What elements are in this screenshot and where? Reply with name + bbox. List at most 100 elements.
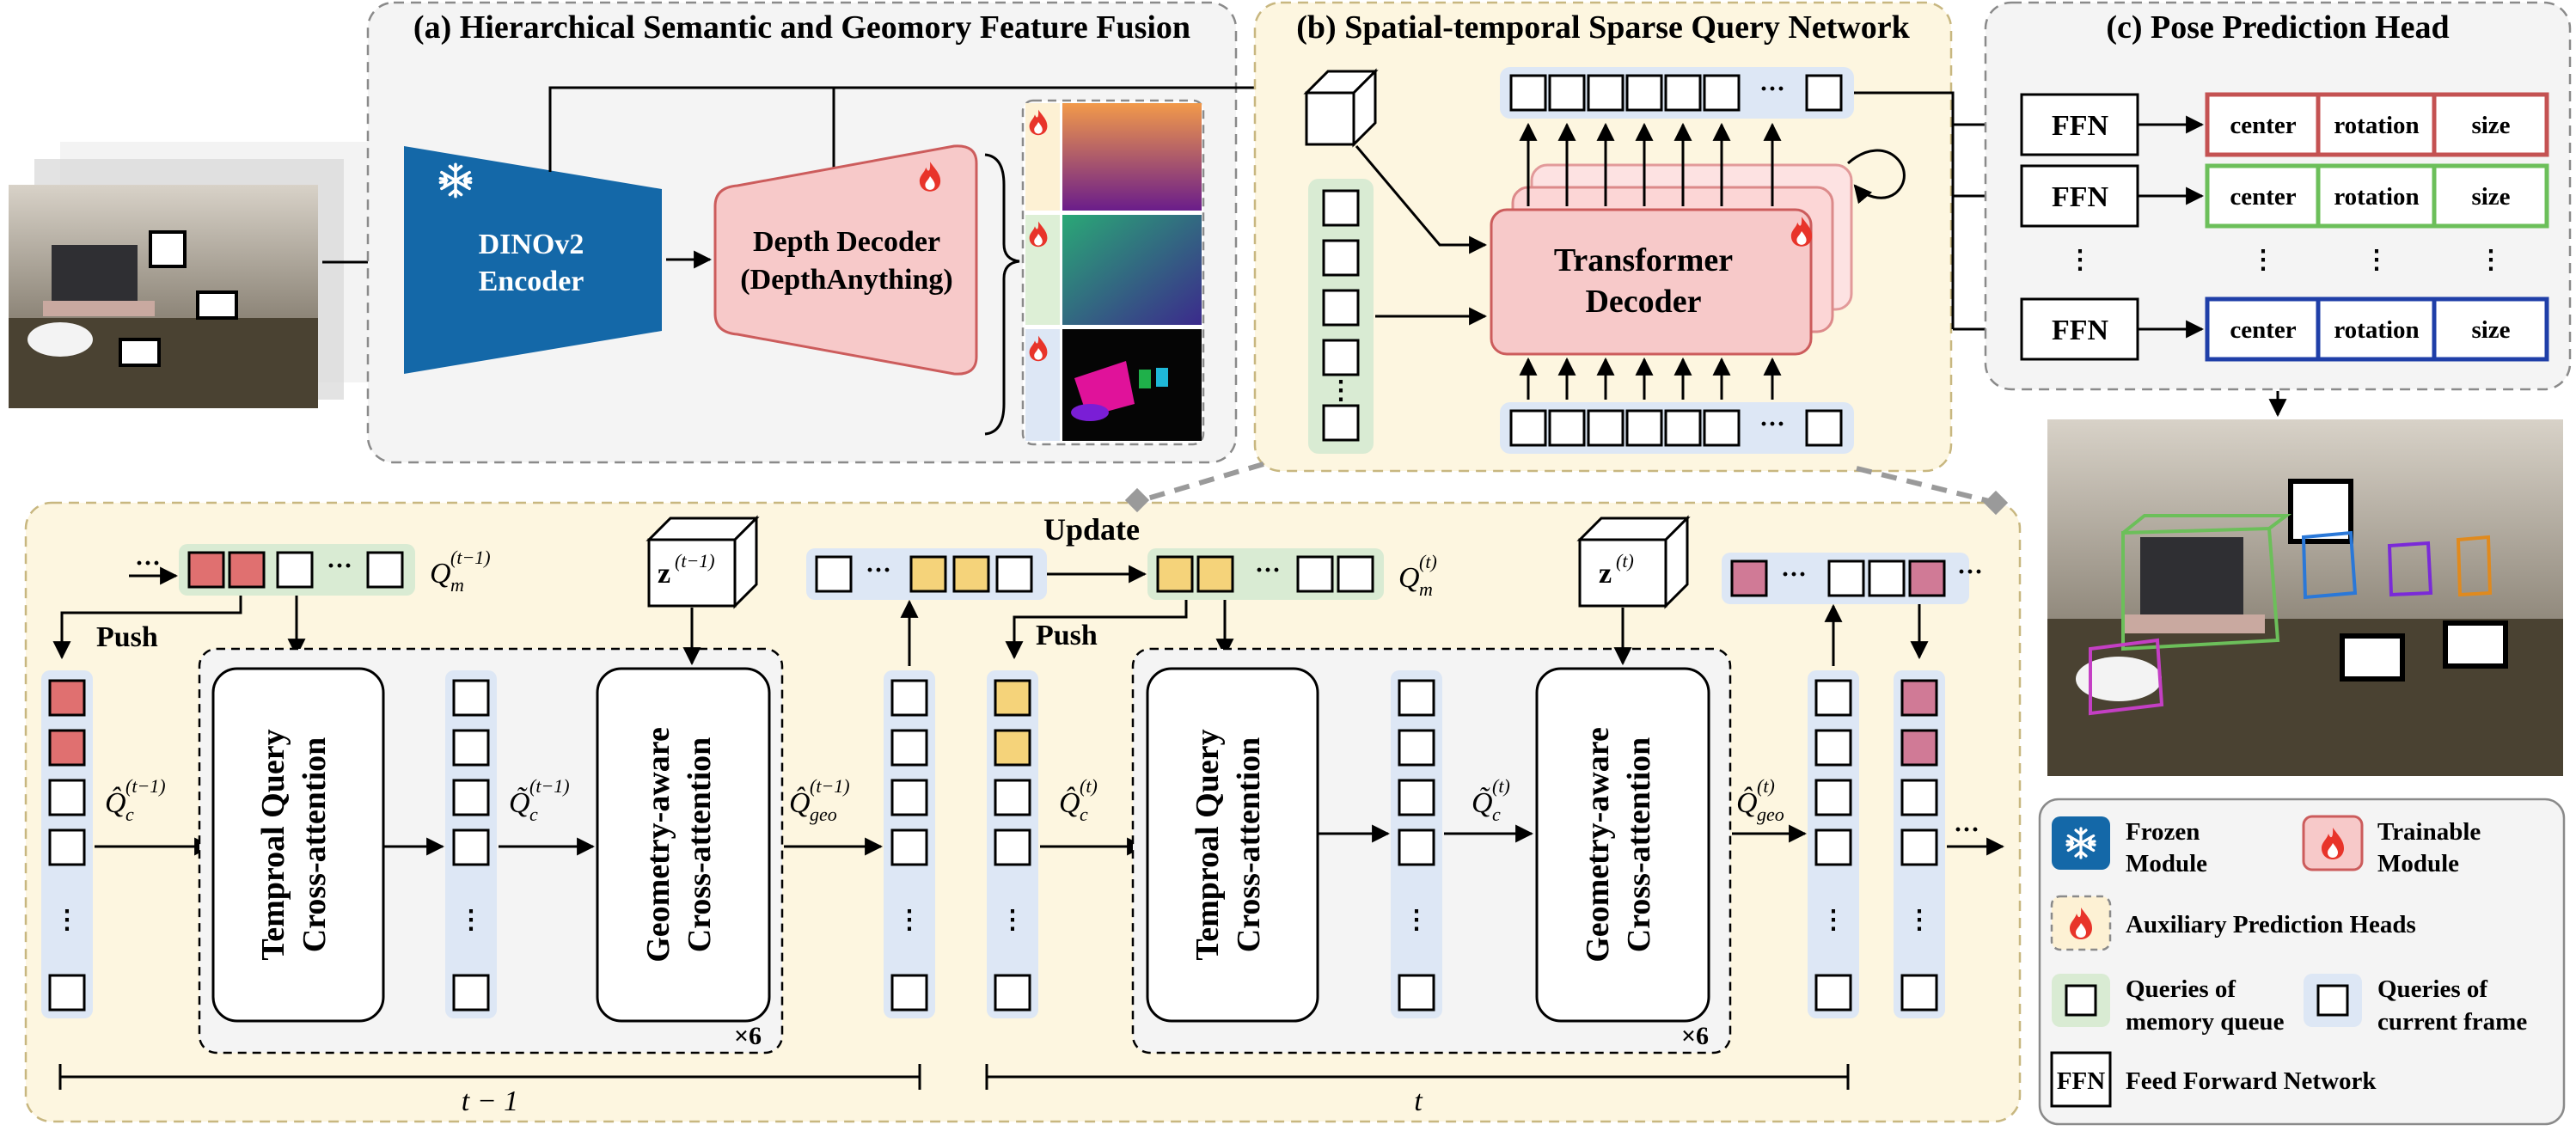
rotation-vdots: ⋮ [2364, 246, 2389, 274]
svg-text:(t−1): (t−1) [675, 550, 715, 572]
svg-text:m: m [450, 574, 464, 596]
memory-vdots: ⋮ [1328, 376, 1354, 405]
col-curr-vdots: ⋮ [1000, 906, 1025, 934]
svg-text:c: c [529, 804, 538, 825]
times6-prev: ×6 [734, 1022, 762, 1050]
svg-text:(t): (t) [1080, 775, 1098, 797]
svg-text:Geometry-aware: Geometry-aware [1580, 727, 1616, 963]
transformer-label-line2: Decoder [1585, 284, 1701, 320]
queue-prev-inner-ellipsis: ··· [327, 552, 352, 580]
output-pose-image [2047, 419, 2563, 776]
legend-ffn-swatch [2050, 1051, 2112, 1108]
svg-text:Q̂: Q̂ [105, 786, 126, 819]
size-label: size [2471, 112, 2510, 139]
times6-curr: ×6 [1681, 1022, 1709, 1050]
qc-hat-curr-label: Q̂ c (t) [1059, 775, 1098, 825]
center-vdots: ⋮ [2250, 246, 2276, 274]
svg-text:(t): (t) [1419, 551, 1437, 572]
input-row-ellipsis: ··· [1759, 410, 1785, 438]
ffn-label: FFN [2052, 110, 2109, 142]
input-frames [9, 142, 370, 408]
memory-queue-prev: ··· ··· [129, 544, 415, 596]
decoder-label-line2: (DepthAnything) [740, 264, 952, 296]
qm-curr-label: Q m (t) [1398, 551, 1437, 600]
auxiliary-heads [1021, 99, 1205, 446]
svg-text:Temproal Query: Temproal Query [255, 729, 291, 960]
svg-text:Q: Q [430, 558, 451, 590]
svg-text:c: c [125, 804, 134, 825]
next-col-ellipsis: ··· [1954, 816, 1979, 844]
depth-decoder [713, 144, 978, 376]
qc-tilde-prev-label: Q̃ c (t−1) [509, 775, 570, 825]
svg-text:Cross-attention: Cross-attention [297, 737, 333, 953]
svg-text:Q̂: Q̂ [1736, 786, 1758, 819]
rotation-label: rotation [2334, 316, 2419, 344]
panel-a-title: (a) Hierarchical Semantic and Geomory Fe… [413, 9, 1190, 46]
ffn-vdots: ⋮ [2067, 246, 2093, 274]
svg-text:Cross-attention: Cross-attention [1231, 737, 1267, 953]
col-tilde-prev-vdots: ⋮ [458, 906, 484, 934]
push-label-prev: Push [96, 621, 158, 653]
svg-text:(t): (t) [1616, 550, 1634, 572]
svg-text:m: m [1419, 578, 1433, 600]
qc-hat-prev-label: Q̂ c (t−1) [105, 775, 166, 825]
svg-text:c: c [1492, 804, 1501, 825]
qgeo-prev-label: Q̂ geo (t−1) [789, 775, 850, 825]
output-brace [984, 153, 1020, 436]
transformer-label-line1: Transformer [1554, 242, 1733, 278]
temporal-query-cross-attention-prev [211, 667, 385, 1023]
qc-tilde-curr-label: Q̃ c (t) [1472, 775, 1510, 825]
z-prev-label: z (t−1) [658, 550, 715, 590]
svg-text:(t−1): (t−1) [529, 775, 570, 797]
svg-text:geo: geo [810, 804, 837, 825]
col-geo-curr-vdots: ⋮ [1820, 906, 1846, 934]
svg-text:Cross-attention: Cross-attention [1621, 737, 1657, 953]
qm-prev-label: Q m (t−1) [430, 547, 491, 596]
decoder-label-line1: Depth Decoder [753, 226, 940, 258]
svg-text:(t−1): (t−1) [125, 775, 166, 797]
queue-prev-ellipsis: ··· [135, 549, 161, 578]
col-tilde-curr-vdots: ⋮ [1404, 906, 1429, 934]
center-label: center [2230, 316, 2296, 344]
encoder-label-line2: Encoder [479, 266, 584, 297]
svg-text:Geometry-aware: Geometry-aware [640, 727, 676, 963]
legend-current-line2: current frame [2377, 1008, 2527, 1036]
legend-frozen-line1: Frozen [2126, 818, 2200, 846]
center-label: center [2230, 183, 2296, 211]
encoder-label-line1: DINOv2 [479, 229, 584, 260]
update-label: Update [1043, 512, 1140, 547]
legend-trainable-line2: Module [2377, 850, 2459, 877]
svg-text:(t): (t) [1757, 775, 1775, 797]
svg-text:Q: Q [1398, 562, 1420, 594]
geometry-aware-cross-attention-curr [1535, 667, 1710, 1023]
next-queue-ellipsis: ··· [1781, 560, 1807, 589]
legend-ffn-desc: Feed Forward Network [2126, 1067, 2377, 1095]
col-geo-prev-vdots: ⋮ [896, 906, 922, 934]
cube-icon [1576, 515, 1691, 609]
panel-c-title: (c) Pose Prediction Head [2106, 9, 2449, 46]
svg-text:(t): (t) [1492, 775, 1510, 797]
temporal-query-cross-attention-curr [1146, 667, 1319, 1023]
output-row-ellipsis: ··· [1759, 75, 1785, 103]
size-label: size [2471, 183, 2510, 211]
z-curr-label: z (t) [1599, 550, 1634, 590]
legend-memory-line1: Queries of [2126, 975, 2236, 1003]
cube-icon [1303, 68, 1379, 148]
svg-text:geo: geo [1757, 804, 1784, 825]
update-queue-ellipsis: ··· [866, 556, 891, 584]
memory-queue-curr: ··· [1147, 548, 1384, 600]
legend-auxiliary-label: Auxiliary Prediction Heads [2126, 911, 2416, 938]
svg-text:Temproal Query: Temproal Query [1190, 729, 1226, 960]
geometry-aware-cross-attention-prev [596, 667, 771, 1023]
svg-text:Q̃: Q̃ [1472, 786, 1493, 819]
encoder-to-query-arrow [548, 78, 1283, 172]
svg-text:Q̂: Q̂ [789, 786, 811, 819]
push-label-curr: Push [1036, 620, 1098, 651]
depth-map-output [1062, 103, 1202, 211]
ffn-label: FFN [2052, 181, 2109, 213]
pose-head-row-3: FFN center rotation size [2020, 296, 2549, 362]
svg-text:Q̂: Q̂ [1059, 786, 1080, 819]
svg-text:Cross-attention: Cross-attention [682, 737, 718, 953]
svg-text:c: c [1080, 804, 1088, 825]
legend [2038, 798, 2566, 1126]
